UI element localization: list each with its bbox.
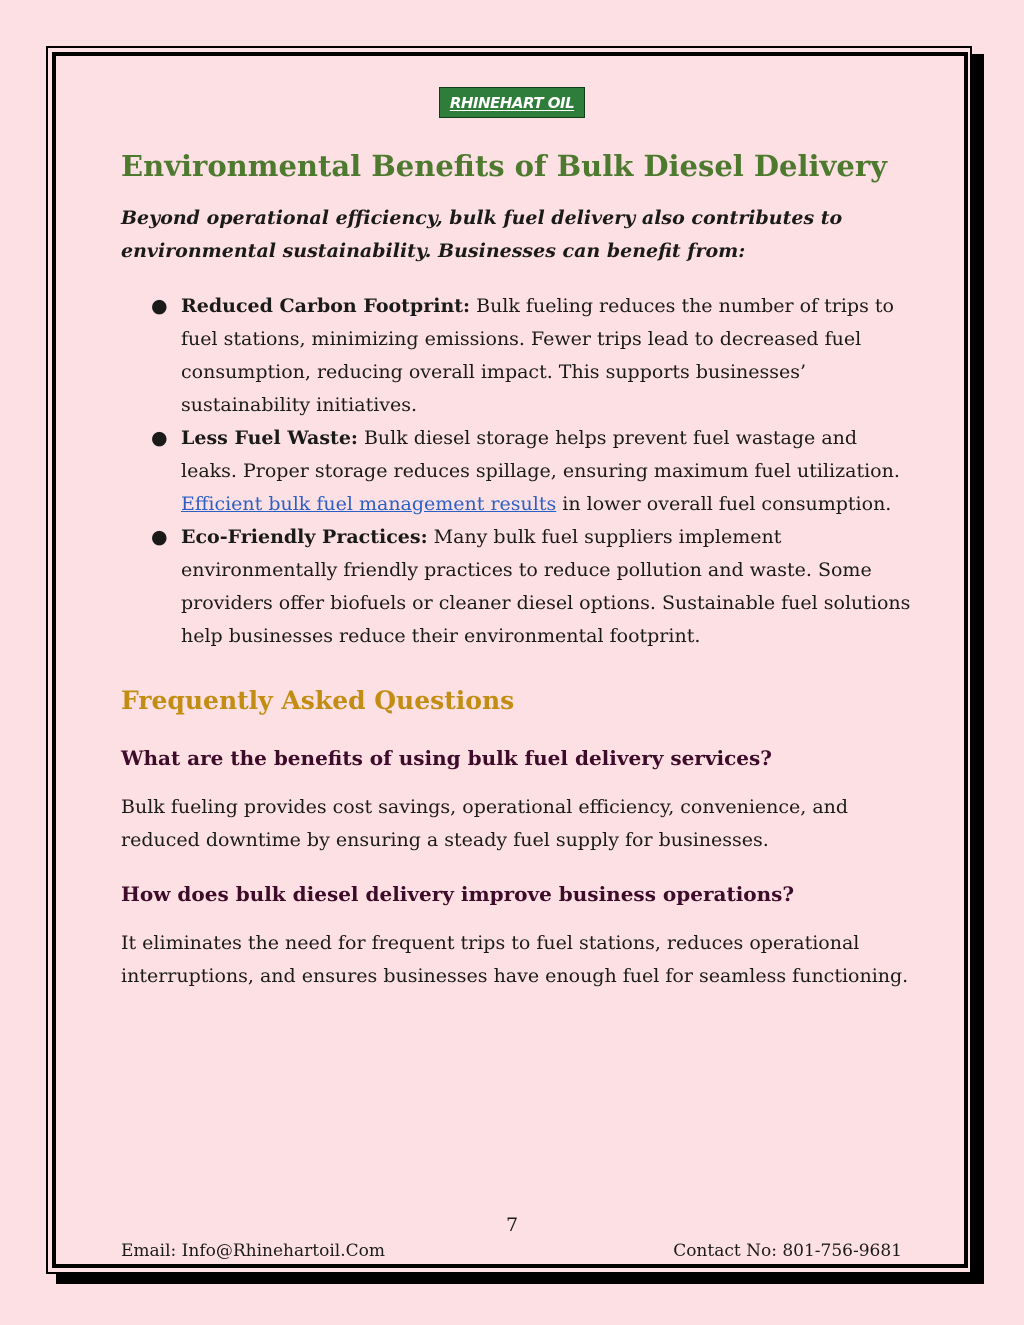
bullet-icon: ● [151,526,168,548]
benefits-list: ● Reduced Carbon Footprint: Bulk fueling… [121,290,911,653]
bullet-icon: ● [151,295,168,317]
faq-question: How does bulk diesel delivery improve bu… [121,882,795,906]
list-item-reduced-carbon-footprint: ● Reduced Carbon Footprint: Bulk fueling… [151,290,911,422]
benefit-term: Less Fuel Waste: [181,427,358,449]
page-title: Environmental Benefits of Bulk Diesel De… [121,149,887,183]
faq-question: What are the benefits of using bulk fuel… [121,746,772,770]
bullet-icon: ● [151,427,168,449]
benefit-term: Reduced Carbon Footprint: [181,295,471,317]
list-item-less-fuel-waste: ● Less Fuel Waste: Bulk diesel storage h… [151,422,911,521]
intro-paragraph: Beyond operational efficiency, bulk fuel… [121,207,843,262]
faq-answer: It eliminates the need for frequent trip… [121,932,909,987]
rhinehart-oil-logo: RHINEHART OIL [439,87,585,118]
faq-answer: Bulk fueling provides cost savings, oper… [121,796,849,851]
page-number: 7 [505,1214,519,1236]
faq-heading: Frequently Asked Questions [121,686,515,715]
page-frame-inner [52,52,968,1268]
benefit-term: Eco-Friendly Practices: [181,526,428,548]
list-item-eco-friendly-practices: ● Eco-Friendly Practices: Many bulk fuel… [151,521,911,653]
benefit-text: Bulk diesel storage helps prevent fuel w… [181,427,900,482]
benefit-text: Bulk fueling reduces the number of trips… [181,295,894,416]
page-content: Environmental Benefits of Bulk Diesel De… [121,140,911,993]
benefit-text: Many bulk fuel suppliers implement envir… [181,526,911,647]
efficient-bulk-fuel-management-link[interactable]: Efficient bulk fuel management results [181,493,557,515]
footer-email: Email: Info@Rhinehartoil.Com [121,1241,385,1261]
benefit-text: in lower overall fuel consumption. [556,493,892,515]
footer-contact: Contact No: 801-756-9681 [673,1241,902,1261]
logo-text: RHINEHART OIL [449,93,575,112]
